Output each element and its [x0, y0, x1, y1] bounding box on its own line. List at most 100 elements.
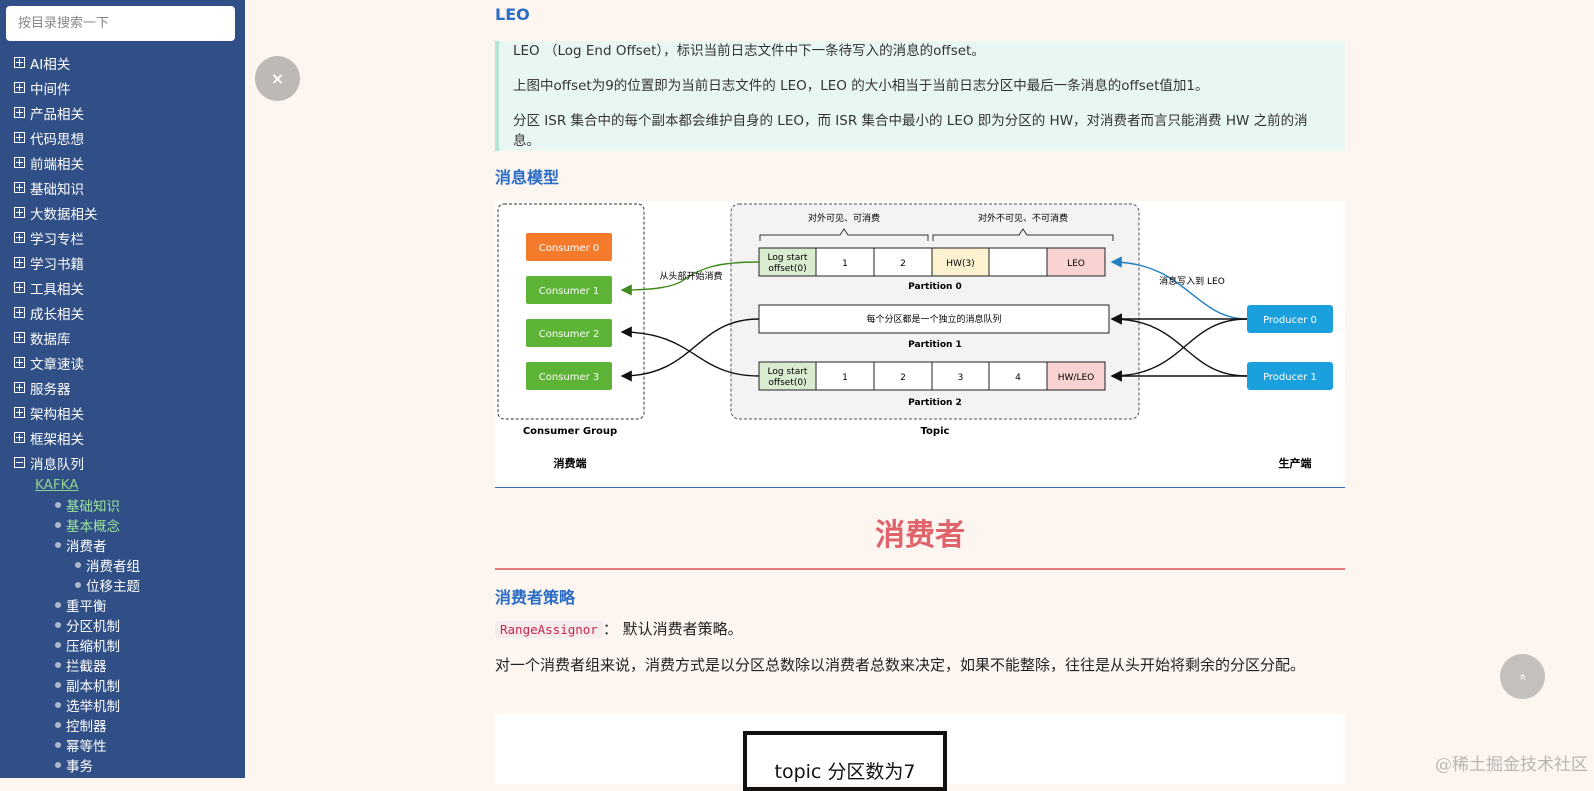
sidebar-category[interactable]: 架构相关	[0, 400, 245, 425]
sidebar-category-label: 框架相关	[30, 431, 84, 448]
sidebar-subitem[interactable]: 分区机制	[0, 615, 245, 635]
consumer-box	[526, 319, 612, 347]
partition-cell-label: 2	[900, 259, 906, 269]
strategy-paragraph: 对一个消费者组来说，消费方式是以分区总数除以消费者总数来决定，如果不能整除，往往…	[495, 656, 1306, 674]
sidebar-subitem[interactable]: 基本概念	[0, 515, 245, 535]
expand-icon[interactable]	[14, 432, 25, 443]
consumer-box	[526, 233, 612, 261]
model-heading: 消息模型	[495, 168, 560, 187]
expand-icon[interactable]	[14, 357, 25, 368]
sidebar-category[interactable]: AI相关	[0, 50, 245, 75]
expand-icon[interactable]	[14, 82, 25, 93]
expand-icon[interactable]	[14, 182, 25, 193]
partition-cell	[988, 361, 1048, 391]
sidebar-category-label: 产品相关	[30, 106, 84, 123]
sidebar-category-open[interactable]: 消息队列	[0, 450, 245, 475]
sidebar-subitem[interactable]: 基础知识	[0, 495, 245, 515]
close-icon[interactable]: ×	[255, 56, 300, 101]
bullet-icon	[55, 542, 61, 548]
sidebar-category[interactable]: 服务器	[0, 375, 245, 400]
producer-label: Producer 0	[1263, 315, 1317, 326]
expand-icon[interactable]	[14, 307, 25, 318]
expand-icon[interactable]	[14, 282, 25, 293]
expand-icon[interactable]	[14, 232, 25, 243]
sidebar-category[interactable]: 产品相关	[0, 100, 245, 125]
p1prod-to-p1-arrow	[1110, 313, 1248, 377]
expand-icon[interactable]	[14, 382, 25, 393]
leo-heading: LEO	[495, 5, 530, 24]
sidebar-category[interactable]: 学习专栏	[0, 225, 245, 250]
back-to-top-button[interactable]: »	[1500, 654, 1545, 699]
p1-to-consumer3-arrow	[620, 318, 760, 382]
sidebar-subitem[interactable]: 压缩机制	[0, 635, 245, 655]
kafka-link[interactable]: KAFKA	[35, 477, 79, 493]
sidebar-category[interactable]: 中间件	[0, 75, 245, 100]
write-leo-label: 消息写入到 LEO	[1159, 275, 1225, 287]
partition-cell	[758, 361, 817, 391]
consumer-group-label: Consumer Group	[523, 426, 617, 437]
p2-to-consumer2-arrow	[620, 326, 760, 377]
expand-icon[interactable]	[14, 57, 25, 68]
partition-cell	[931, 361, 990, 391]
sidebar-category[interactable]: 工具相关	[0, 275, 245, 300]
sidebar-category[interactable]: 框架相关	[0, 425, 245, 450]
from-head-label: 从头部开始消费	[659, 270, 722, 282]
expand-icon[interactable]	[14, 257, 25, 268]
bullet-icon	[55, 602, 61, 608]
sidebar-subitem-label: 基础知识	[66, 499, 120, 515]
producer-label: Producer 1	[1263, 372, 1317, 383]
expand-icon[interactable]	[14, 107, 25, 118]
sidebar-subitem[interactable]: 拦截器	[0, 655, 245, 675]
collapse-icon[interactable]	[14, 457, 25, 468]
expand-icon[interactable]	[14, 332, 25, 343]
expand-icon[interactable]	[14, 207, 25, 218]
sidebar-category-label: 学习专栏	[30, 231, 84, 248]
sidebar-subitem-label: 消费者组	[86, 559, 140, 575]
sidebar-subitem[interactable]: 副本机制	[0, 675, 245, 695]
bullet-icon	[55, 642, 61, 648]
sidebar-category-label: 前端相关	[30, 156, 84, 173]
sidebar-subitem[interactable]: 控制器	[0, 715, 245, 735]
sidebar-subitem[interactable]: 事务	[0, 755, 245, 775]
bullet-icon	[75, 582, 81, 588]
sidebar-item-kafka[interactable]: KAFKA	[0, 475, 245, 495]
expand-icon[interactable]	[14, 157, 25, 168]
search-input[interactable]	[6, 6, 235, 41]
bullet-icon	[55, 702, 61, 708]
producer-box	[1247, 362, 1333, 390]
sidebar-category[interactable]: 大数据相关	[0, 200, 245, 225]
sidebar-category[interactable]: 文章速读	[0, 350, 245, 375]
sidebar-category[interactable]: 成长相关	[0, 300, 245, 325]
sidebar-subitem-label: 压缩机制	[66, 639, 120, 655]
sidebar-subitem-label: 事务	[66, 759, 93, 775]
partition-cell-label: offset(0)	[768, 264, 806, 274]
sidebar-subitem[interactable]: 选举机制	[0, 695, 245, 715]
bullet-icon	[55, 522, 61, 528]
partition-cell	[931, 247, 990, 277]
sidebar-subitem[interactable]: 位移主题	[0, 575, 245, 595]
sidebar-subitem[interactable]: 幂等性	[0, 735, 245, 755]
sidebar-category[interactable]: 学习书籍	[0, 250, 245, 275]
sidebar-category-label: 中间件	[30, 81, 71, 98]
sidebar-subitem-label: 重平衡	[66, 599, 107, 615]
expand-icon[interactable]	[14, 407, 25, 418]
sidebar-category[interactable]: 基础知识	[0, 175, 245, 200]
sidebar-subitem[interactable]: 消费者组	[0, 555, 245, 575]
sidebar-category-label: 数据库	[30, 331, 71, 348]
consumer-group-box	[497, 203, 645, 420]
consumer-side-label: 消费端	[554, 456, 587, 470]
sidebar-category-label: 工具相关	[30, 281, 84, 298]
sidebar-category[interactable]: 代码思想	[0, 125, 245, 150]
catalog-tree: AI相关中间件产品相关代码思想前端相关基础知识大数据相关学习专栏学习书籍工具相关…	[0, 50, 245, 778]
sidebar-category[interactable]: 前端相关	[0, 150, 245, 175]
expand-icon[interactable]	[14, 132, 25, 143]
from-head-arrow	[620, 261, 760, 296]
invisible-label: 对外不可见、不可消费	[978, 212, 1068, 224]
sidebar-subitem-label: 位移主题	[86, 579, 140, 595]
sidebar-category-label: 消息队列	[30, 456, 84, 473]
sidebar-subitem[interactable]: 消费者	[0, 535, 245, 555]
leo-quote: LEO （Log End Offset），标识当前日志文件中下一条待写入的消息的…	[495, 41, 1345, 151]
sidebar-category[interactable]: 数据库	[0, 325, 245, 350]
sidebar-subitem[interactable]: 重平衡	[0, 595, 245, 615]
